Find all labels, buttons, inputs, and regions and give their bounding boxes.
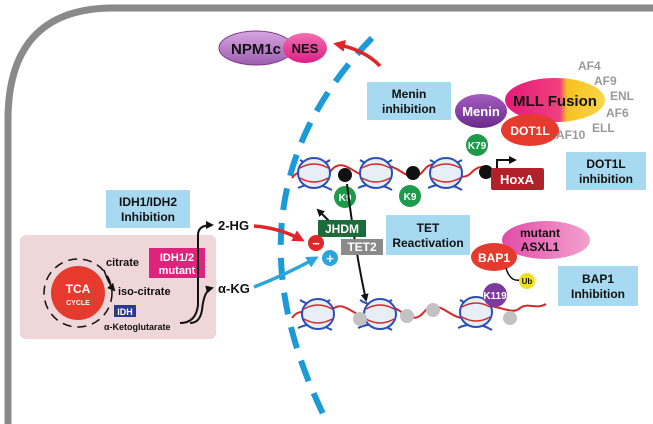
bap1-inhibition-line1: BAP1 (582, 272, 614, 286)
nes-export-arrow (333, 39, 382, 68)
akg-label: α-KG (218, 281, 250, 296)
tet-reactivation-line1: TET (417, 221, 440, 235)
idh-mutant-line2: mutant (159, 265, 196, 277)
tca-cycle-ring (43, 258, 113, 328)
nucleosome-5 (363, 298, 397, 330)
nes-label: NES (292, 41, 319, 56)
nucleosome-2 (359, 157, 393, 189)
npm1c-label: NPM1c (231, 41, 281, 58)
aketoglutarate-label: α-Ketoglutarate (104, 322, 171, 332)
bap1-label: BAP1 (478, 251, 510, 265)
lower-chromatin (291, 296, 547, 331)
bap1-oval (471, 243, 517, 271)
partner-enl: ENL (610, 89, 634, 103)
mll-fusion-oval (505, 78, 605, 122)
menin-inhibition-line2: inhibition (382, 102, 436, 116)
idh-inhibition-line1: IDH1/IDH2 (119, 195, 177, 209)
nucleosome-3 (429, 157, 463, 189)
partner-af9: AF9 (594, 74, 617, 88)
k9-label-right: K9 (404, 192, 417, 203)
k119-label: K119 (483, 291, 507, 302)
tca-cycle-circle (51, 266, 105, 320)
k79-badge (466, 134, 488, 156)
plus-sign (322, 250, 338, 266)
bap1-inhibition-line2: Inhibition (571, 287, 625, 301)
dot1l-inhibition-box (566, 152, 646, 190)
citrate-label: citrate (106, 257, 139, 269)
isocitrate-label: iso-citrate (118, 286, 171, 298)
unmethylated-mark-1 (353, 312, 367, 326)
methyl-mark-2 (406, 166, 420, 180)
idh-mutant-box (149, 248, 205, 278)
mll-fusion-label: MLL Fusion (513, 93, 597, 110)
2hg-inhibition-arrow (253, 224, 305, 242)
tet-reactivation-line2: Reactivation (392, 236, 463, 250)
to-2hg-arrow (179, 221, 214, 324)
cycle-label: CYCLE (66, 300, 90, 307)
to-akg-arrow (189, 285, 214, 324)
asxl1-line2: ASXL1 (521, 240, 560, 254)
bap1-inhibition-box (558, 266, 638, 306)
unmethylated-mark-3 (426, 303, 440, 317)
upper-chromatin (291, 157, 506, 191)
cell-membrane (4, 4, 653, 424)
unmethylated-mark-2 (400, 309, 414, 323)
methyl-mark-3 (479, 165, 493, 179)
dot1l-inhibition-line2: inhibition (579, 172, 633, 186)
idh-inhibition-line2: Inhibition (121, 210, 175, 224)
minus-label: − (312, 236, 320, 251)
minus-sign (308, 235, 324, 251)
partner-af4: AF4 (578, 59, 601, 73)
k79-label: K79 (468, 141, 487, 152)
menin-inhibition-line1: Menin (392, 87, 427, 101)
idh-mutant-line1: IDH1/2 (160, 252, 194, 264)
nuclear-envelope (277, 35, 375, 424)
hoxa-label: HoxA (500, 172, 535, 187)
idh-box (114, 305, 136, 317)
tca-label: TCA (66, 282, 91, 296)
jhdm-label: JHDM (325, 222, 359, 236)
ub-link (505, 267, 521, 281)
two-hg-label: 2-HG (218, 218, 249, 233)
asxl1-line1: mutant (520, 226, 560, 240)
dot1l-inhibition-line1: DOT1L (586, 157, 625, 171)
tet2-label: TET2 (347, 240, 377, 254)
partner-af6: AF6 (606, 106, 629, 120)
idh-label: IDH (117, 307, 133, 317)
menin-label: Menin (462, 104, 500, 119)
plus-label: + (326, 251, 334, 266)
partner-af10: AF10 (556, 128, 586, 142)
tet-reactivation-box (386, 215, 470, 255)
k9-label-left: K9 (339, 193, 352, 204)
akg-activation-arrow (253, 256, 319, 289)
fusion-partners: AF4 AF9 ENL AF6 ELL AF10 (556, 59, 634, 142)
unmethylated-mark-4 (503, 311, 517, 325)
partner-ell: ELL (592, 121, 615, 135)
methyl-mark-1 (338, 168, 352, 182)
menin-oval (455, 94, 507, 128)
citrate-to-isocitrate-arrow (103, 269, 116, 292)
asxl1-oval (502, 221, 590, 259)
nucleosome-1 (297, 157, 331, 189)
tet2-box (341, 239, 383, 255)
ub-label: Ub (522, 277, 533, 286)
nucleosome-4 (301, 298, 335, 330)
dot1l-oval (501, 114, 559, 146)
dot1l-label: DOT1L (510, 124, 549, 138)
k119-badge (483, 283, 507, 307)
k9-badge-left (334, 186, 356, 208)
k9-badge-right (399, 185, 421, 207)
menin-inhibition-box (367, 82, 451, 120)
nes-oval (283, 33, 327, 63)
hoxa-box (491, 168, 544, 190)
jhdm-box (318, 220, 366, 237)
ub-badge (519, 273, 535, 289)
idh-inhibition-box (106, 190, 190, 228)
